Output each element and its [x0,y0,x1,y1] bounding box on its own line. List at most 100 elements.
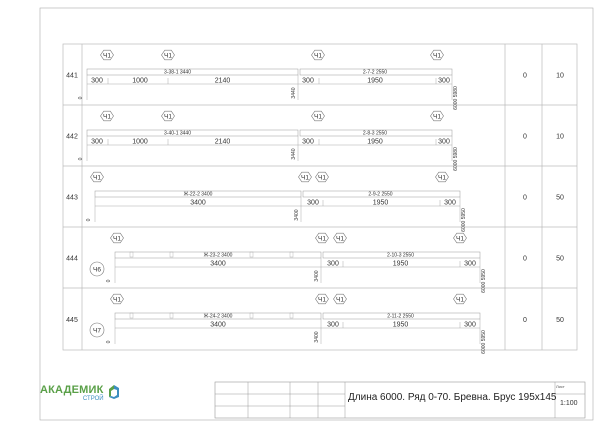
notch-mark [249,251,254,258]
dimension-value: 1950 [393,322,409,329]
vertical-dimension-end: 6000 5950 [481,269,487,293]
mark-label: Ч1 [433,113,441,120]
row-number: 444 [66,256,78,263]
left-piece-label: Ж-24-2 3400 [204,314,233,320]
vertical-dimension-mid: 3440 [291,87,297,98]
dimension-value: 1000 [132,78,148,85]
company-logo: АКАДЕМИК СТРОЙ [40,384,121,403]
row-number: 445 [66,317,78,324]
vertical-dimension-end: 6000 5950 [461,208,467,232]
dimension-value: 1000 [132,139,148,146]
dimension-value: 1950 [367,139,383,146]
logo-subtext: СТРОЙ [82,396,104,402]
circle-mark-icon [89,322,105,338]
hex-mark-icon [453,293,467,305]
mark-label: Ч1 [456,296,464,303]
hex-mark-icon [333,232,347,244]
row-value-col2: 50 [556,256,564,263]
row-value-col1: 0 [523,73,527,80]
dimension-value: 3400 [210,322,226,329]
notch-mark [129,251,134,258]
beam-right [299,68,453,76]
hex-mark-icon [311,110,325,122]
hex-mark-icon [315,232,329,244]
vertical-dimension-mid: 3400 [294,209,300,220]
notch-mark [129,312,134,319]
right-piece-label: 2-8-3 2550 [363,131,387,137]
hex-mark-icon [315,171,329,183]
row-value-col1: 0 [523,256,527,263]
mark-label: Ч1 [318,296,326,303]
hex-mark-icon [311,49,325,61]
mark-label: Ч1 [93,174,101,181]
logo-text-group: АКАДЕМИК СТРОЙ [40,384,104,403]
dimension-value: 300 [327,261,339,268]
row-number: 443 [66,195,78,202]
beam-right [322,312,481,320]
left-piece-label: Ж-23-2 3400 [204,253,233,259]
hex-mark-icon [100,110,114,122]
right-piece-label: 2-9-2 2550 [368,192,392,198]
right-piece-label: 2-11-2 2550 [387,314,414,320]
dimension-value: 3400 [210,261,226,268]
mark-label: Ч1 [164,113,172,120]
drawing-title: Длина 6000. Ряд 0-70. Бревна. Брус 195x1… [348,392,557,403]
dimension-value: 300 [302,78,314,85]
table-border [62,43,578,351]
hex-mark-icon [298,171,312,183]
hex-mark-icon [435,171,449,183]
notch-mark [249,312,254,319]
row-value-col2: 50 [556,195,564,202]
dimension-value: 300 [464,261,476,268]
dimension-value: 300 [444,200,456,207]
beam-left [94,190,302,198]
dimension-value: 300 [307,200,319,207]
mark-label: Ч1 [113,235,121,242]
row-number: 441 [66,73,78,80]
dimension-value: 300 [327,322,339,329]
hex-mark-icon [100,49,114,61]
mark-label: Ч1 [113,296,121,303]
mark-label: Ч1 [318,174,326,181]
row-value-col2: 10 [556,134,564,141]
vertical-dimension-end: 6000 5950 [481,330,487,354]
dimension-value: 300 [91,139,103,146]
notch-mark [289,251,294,258]
left-piece-label: 3-38-1 3440 [164,70,191,76]
sheet-frame [39,7,594,421]
sheet-label: Лист [556,384,565,389]
hex-mark-icon [315,293,329,305]
mark-label: Ч1 [336,235,344,242]
vertical-dimension-mid: 3400 [314,270,320,281]
beam-left [114,312,322,320]
row-value-col2: 50 [556,317,564,324]
dimension-value: 1950 [393,261,409,268]
hex-mark-icon [90,171,104,183]
notch-mark [169,312,174,319]
dimension-value: 300 [438,139,450,146]
vertical-dimension-end: 6000 5980 [453,86,459,110]
row-value-col1: 0 [523,317,527,324]
zero-marker: 0 [106,279,112,282]
beam-left [86,68,299,76]
beam-left [86,129,299,137]
row-number: 442 [66,134,78,141]
notch-mark [289,312,294,319]
left-piece-label: Ж-22-2 3400 [184,192,213,198]
hex-mark-icon [453,232,467,244]
row-value-col1: 0 [523,134,527,141]
hex-mark-icon [110,232,124,244]
zero-marker: 0 [86,218,92,221]
side-mark-label: Ч7 [93,327,101,334]
vertical-dimension-end: 6000 5980 [453,147,459,171]
mark-label: Ч1 [103,52,111,59]
dimension-value: 300 [91,78,103,85]
dimension-value: 1950 [373,200,389,207]
zero-marker: 0 [78,157,84,160]
right-piece-label: 2-10-3 2550 [387,253,414,259]
hex-mark-icon [430,49,444,61]
mark-label: Ч1 [336,296,344,303]
hex-mark-icon [110,293,124,305]
mark-label: Ч1 [301,174,309,181]
mark-label: Ч1 [314,52,322,59]
